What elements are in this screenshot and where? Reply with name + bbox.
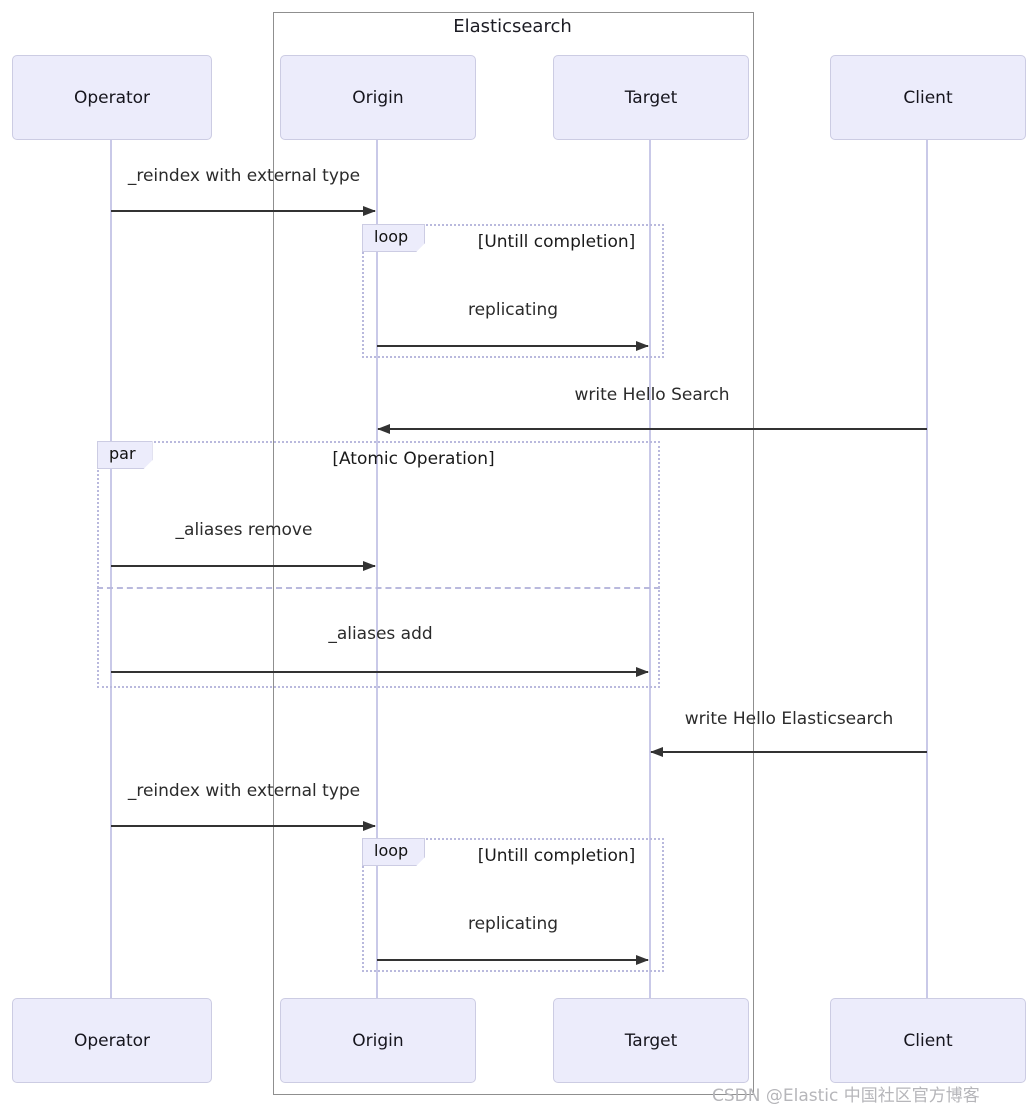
message-arrow-aliases-add xyxy=(111,667,649,677)
message-arrow-aliases-remove xyxy=(111,561,376,571)
actor-top-origin: Origin xyxy=(280,55,476,140)
lifeline-origin xyxy=(376,138,378,998)
loop-guard-2: [Untill completion] xyxy=(477,846,636,866)
lifeline-target xyxy=(649,138,651,998)
actor-label: Origin xyxy=(352,1030,404,1051)
message-text-aliases-remove: _aliases remove xyxy=(175,520,313,540)
loop-label-1: loop xyxy=(362,224,425,252)
actor-bottom-client: Client xyxy=(830,998,1026,1083)
loop-guard-1: [Untill completion] xyxy=(477,232,636,252)
message-arrow-replicating-2 xyxy=(377,955,649,965)
actor-label: Operator xyxy=(73,1030,151,1051)
par-guard: [Atomic Operation] xyxy=(332,449,495,469)
message-arrow-reindex-1 xyxy=(111,206,376,216)
message-text-replicating-2: replicating xyxy=(467,914,559,934)
elasticsearch-group-frame xyxy=(273,12,754,1095)
par-label: par xyxy=(97,441,153,469)
message-arrow-replicating-1 xyxy=(377,341,649,351)
message-text-reindex-1: _reindex with external type xyxy=(127,166,361,186)
actor-top-client: Client xyxy=(830,55,1026,140)
actor-label: Target xyxy=(624,1030,678,1051)
message-arrow-write-hello-search xyxy=(377,424,927,434)
message-arrow-write-hello-elasticsearch xyxy=(650,747,927,757)
loop-fragment-2: loop [Untill completion] xyxy=(362,838,664,972)
loop-label-2: loop xyxy=(362,838,425,866)
actor-bottom-operator: Operator xyxy=(12,998,212,1083)
actor-label: Client xyxy=(903,87,953,108)
lifeline-client xyxy=(926,138,928,998)
lifeline-operator xyxy=(110,138,112,998)
message-text-write-hello-elasticsearch: write Hello Elasticsearch xyxy=(684,709,894,729)
message-text-aliases-add: _aliases add xyxy=(328,624,433,644)
message-text-write-hello-search: write Hello Search xyxy=(574,385,730,405)
actor-bottom-origin: Origin xyxy=(280,998,476,1083)
elasticsearch-group-title: Elasticsearch xyxy=(453,16,572,37)
actor-bottom-target: Target xyxy=(553,998,749,1083)
par-divider xyxy=(97,587,660,589)
actor-label: Target xyxy=(624,87,678,108)
actor-top-operator: Operator xyxy=(12,55,212,140)
loop-fragment-1: loop [Untill completion] xyxy=(362,224,664,358)
par-fragment: par [Atomic Operation] xyxy=(97,441,660,688)
message-text-reindex-2: _reindex with external type xyxy=(127,781,361,801)
message-arrow-reindex-2 xyxy=(111,821,376,831)
message-text-replicating-1: replicating xyxy=(467,300,559,320)
actor-top-target: Target xyxy=(553,55,749,140)
actor-label: Origin xyxy=(352,87,404,108)
actor-label: Client xyxy=(903,1030,953,1051)
actor-label: Operator xyxy=(73,87,151,108)
csdn-watermark: CSDN @Elastic 中国社区官方博客 xyxy=(712,1086,980,1106)
